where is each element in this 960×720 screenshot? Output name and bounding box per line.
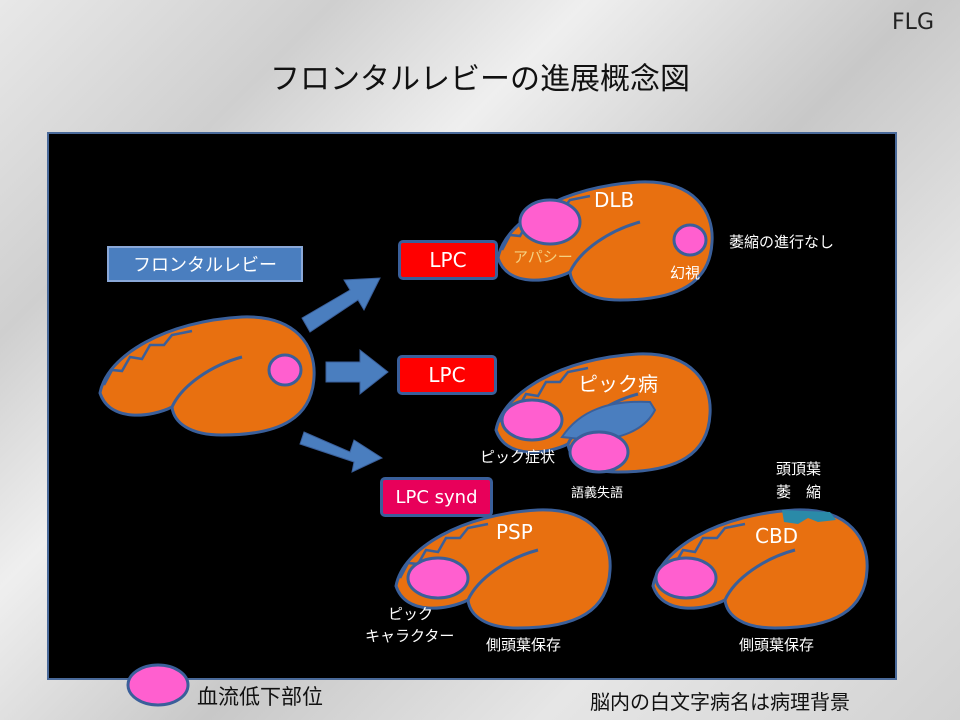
label-pick: ピック	[388, 605, 434, 623]
lpc-synd-badge: LPC synd	[380, 477, 493, 517]
hypoperfusion-spot	[267, 353, 303, 387]
label-pick-symptoms: ピック症状	[480, 448, 556, 466]
label-temporal-spared-psp: 側頭葉保存	[486, 636, 562, 654]
legend-label: 血流低下部位	[197, 685, 323, 709]
arrow-down-right	[299, 431, 384, 473]
label-hallucination: 幻視	[670, 264, 701, 282]
label-atrophy: 萎 縮	[776, 483, 822, 501]
disease-pick: ピック病	[578, 372, 658, 396]
lpc-badge-dlb: LPC	[398, 240, 498, 280]
note-no-atrophy: 萎縮の進行なし	[729, 233, 835, 251]
disease-psp: PSP	[496, 520, 533, 544]
label-semantic-aphasia: 語義失語	[571, 486, 624, 501]
legend-swatch	[126, 663, 190, 707]
label-character: キャラクター	[365, 627, 455, 645]
footer-note: 脳内の白文字病名は病理背景	[590, 690, 850, 714]
disease-dlb: DLB	[594, 188, 635, 212]
label-parietal: 頭頂葉	[776, 460, 822, 478]
origin-label: フロンタルレビー	[107, 246, 303, 282]
lpc-badge-pick: LPC	[397, 355, 497, 395]
label-temporal-spared-cbd: 側頭葉保存	[739, 636, 815, 654]
slide-code: FLG	[892, 10, 934, 35]
arrow-right	[325, 348, 389, 396]
label-apathy: アパシー	[513, 248, 573, 266]
arrow-up-right	[301, 277, 381, 333]
disease-cbd: CBD	[755, 524, 799, 548]
slide-title: フロンタルレビーの進展概念図	[270, 62, 690, 97]
